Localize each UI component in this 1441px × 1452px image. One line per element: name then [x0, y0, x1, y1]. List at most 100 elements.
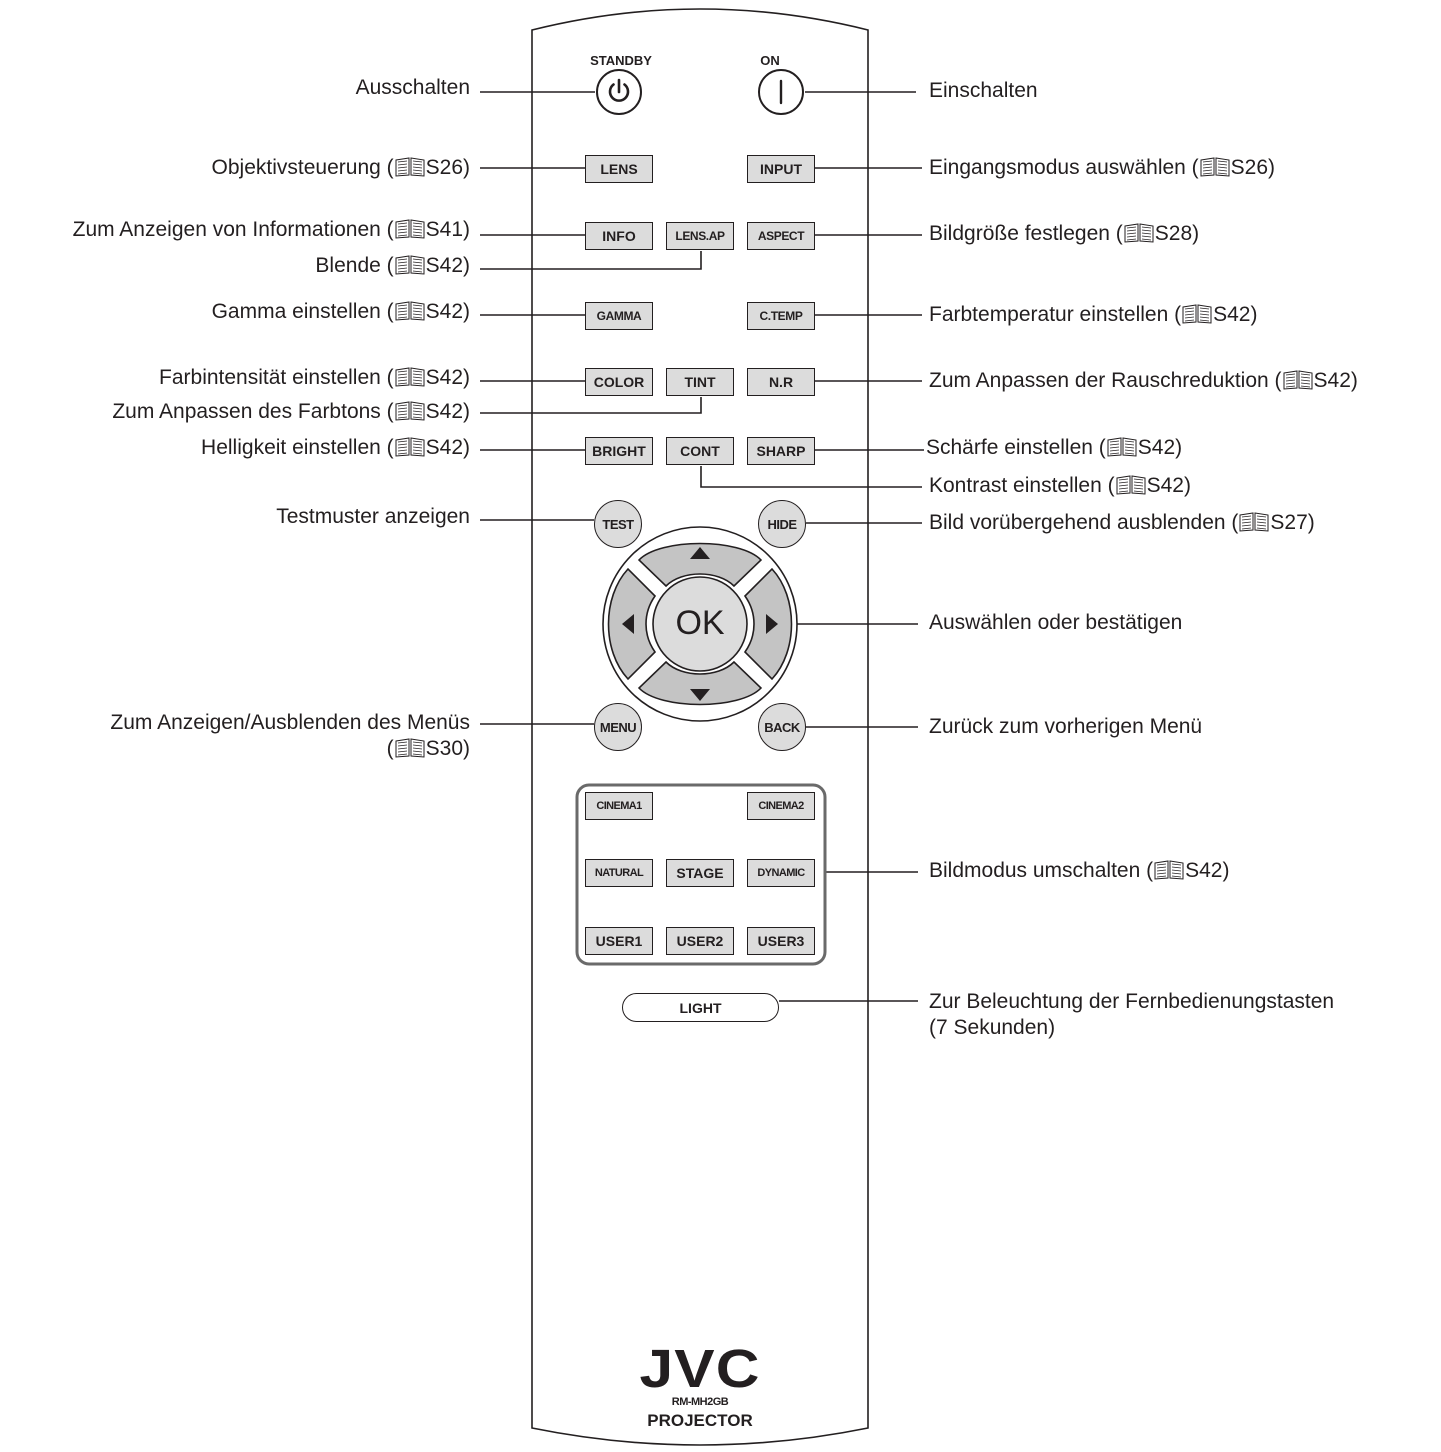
- label-standby: Ausschalten: [355, 76, 470, 99]
- dpad-up-button[interactable]: [637, 542, 763, 588]
- label-gamma-ref: S42): [425, 300, 470, 323]
- book-icon: [1200, 157, 1230, 183]
- input-button[interactable]: INPUT: [747, 155, 815, 183]
- book-icon: [395, 367, 425, 393]
- label-lens-ap: Blende ( S42): [315, 254, 470, 281]
- label-menu-ref: S30): [425, 737, 470, 760]
- menu-button[interactable]: MENU: [594, 703, 642, 751]
- model-number: RM-MH2GB: [671, 1396, 729, 1408]
- light-button[interactable]: LIGHT: [622, 993, 779, 1022]
- user2-button[interactable]: USER2: [666, 927, 734, 955]
- standby-label: STANDBY: [590, 53, 652, 68]
- label-bright-text: Helligkeit einstellen (: [201, 436, 394, 459]
- label-lens-ref: S26): [425, 156, 470, 179]
- label-input-ref: S26): [1230, 156, 1276, 179]
- product-label: PROJECTOR: [647, 1411, 753, 1430]
- color-button[interactable]: COLOR: [585, 368, 653, 396]
- user3-button[interactable]: USER3: [747, 927, 815, 955]
- cinema1-button[interactable]: CINEMA1: [585, 792, 653, 820]
- label-input: Eingangsmodus auswählen ( S26): [929, 156, 1275, 183]
- dpad-down-button[interactable]: [637, 660, 763, 706]
- label-test: Testmuster anzeigen: [276, 505, 470, 528]
- leader-tint: [480, 397, 702, 414]
- label-color: Farbintensität einstellen (S42): [159, 366, 470, 393]
- nr-button[interactable]: N.R: [747, 368, 815, 396]
- lens-ap-button[interactable]: LENS.AP: [666, 222, 734, 250]
- gamma-button[interactable]: GAMMA: [585, 302, 653, 330]
- label-hide-text: Bild vorübergehend ausblenden (: [929, 511, 1239, 534]
- arrow-up-icon: [690, 547, 710, 559]
- label-c-temp-text: Farbtemperatur einstellen (: [929, 303, 1182, 326]
- power-icon: [608, 78, 630, 102]
- label-tint-ref: S42): [425, 400, 470, 423]
- book-icon: [395, 301, 425, 327]
- c-temp-button[interactable]: C.TEMP: [747, 302, 815, 330]
- label-picture-mode: Bildmodus umschalten ( S42): [929, 859, 1229, 886]
- sharp-button[interactable]: SHARP: [747, 437, 815, 465]
- label-gamma: Gamma einstellen ( S42): [212, 300, 470, 327]
- label-input-text: Eingangsmodus auswählen (: [929, 156, 1199, 179]
- book-icon: [1116, 475, 1146, 501]
- info-button[interactable]: INFO: [585, 222, 653, 250]
- book-icon: [1239, 512, 1269, 538]
- standby-button[interactable]: [596, 69, 642, 115]
- label-nr-text: Zum Anpassen der Rauschreduktion (: [929, 369, 1282, 392]
- leader-cont: [700, 466, 922, 488]
- bright-button[interactable]: BRIGHT: [585, 437, 653, 465]
- on-button[interactable]: [758, 69, 804, 115]
- label-lens-text: Objektivsteuerung (: [211, 156, 394, 179]
- label-lens-ap-ref: S42): [425, 254, 470, 277]
- book-icon: [1107, 437, 1137, 463]
- tint-button[interactable]: TINT: [666, 368, 734, 396]
- label-lens-ap-text: Blende (: [315, 254, 394, 277]
- jvc-logo: JVC: [639, 1339, 761, 1399]
- ok-button[interactable]: [652, 576, 748, 672]
- label-gamma-text: Gamma einstellen (: [211, 300, 394, 323]
- label-picture-mode-ref: S42): [1185, 859, 1230, 882]
- label-nr-ref: S42): [1313, 369, 1358, 392]
- cinema2-button[interactable]: CINEMA2: [747, 792, 815, 820]
- cont-button[interactable]: CONT: [666, 437, 734, 465]
- book-icon: [395, 401, 425, 427]
- back-button[interactable]: BACK: [758, 703, 806, 751]
- label-cont-text: Kontrast einstellen (: [929, 474, 1115, 497]
- label-menu: Zum Anzeigen/Ausblenden des Menüs(S30): [110, 710, 470, 765]
- label-aspect-text: Bildgröße festlegen (: [929, 222, 1123, 245]
- label-c-temp-ref: S42): [1213, 303, 1258, 326]
- lens-button[interactable]: LENS: [585, 155, 653, 183]
- on-bar-icon: [779, 79, 783, 105]
- label-bright: Helligkeit einstellen ( S42): [201, 436, 470, 463]
- stage-button[interactable]: STAGE: [666, 859, 734, 887]
- label-info-ref: S41): [425, 218, 470, 241]
- label-lens: Objektivsteuerung ( S26): [212, 156, 470, 183]
- label-cont-ref: S42): [1146, 474, 1191, 497]
- arrow-right-icon: [766, 614, 778, 634]
- book-icon: [395, 219, 425, 245]
- label-sharp-text: Schärfe einstellen (: [926, 436, 1106, 459]
- label-sharp: Schärfe einstellen ( S42): [926, 436, 1182, 463]
- label-hide-ref: S27): [1270, 511, 1315, 534]
- aspect-button[interactable]: ASPECT: [747, 222, 815, 250]
- natural-button[interactable]: NATURAL: [585, 859, 653, 887]
- label-back: Zurück zum vorherigen Menü: [929, 715, 1203, 738]
- arrow-left-icon: [622, 614, 634, 634]
- label-color-text: Farbintensität einstellen (: [159, 366, 394, 389]
- label-sharp-ref: S42): [1137, 436, 1183, 459]
- user1-button[interactable]: USER1: [585, 927, 653, 955]
- label-tint-text: Zum Anpassen des Farbtons (: [112, 400, 394, 423]
- book-icon: [395, 157, 425, 183]
- ok-label: OK: [675, 604, 725, 642]
- dynamic-button[interactable]: DYNAMIC: [747, 859, 815, 887]
- book-icon: [1182, 304, 1212, 330]
- label-bright-ref: S42): [425, 436, 470, 459]
- label-light: Zur Beleuchtung der Fernbedienungstasten…: [929, 989, 1334, 1041]
- label-aspect: Bildgröße festlegen (S28): [929, 222, 1199, 249]
- book-icon: [1283, 370, 1313, 396]
- test-button[interactable]: TEST: [594, 500, 642, 548]
- label-picture-mode-text: Bildmodus umschalten (: [929, 859, 1154, 882]
- label-on: Einschalten: [929, 79, 1038, 102]
- hide-button[interactable]: HIDE: [758, 500, 806, 548]
- book-icon: [395, 738, 425, 765]
- label-info: Zum Anzeigen von Informationen (S41): [73, 218, 470, 245]
- label-light-line1: Zur Beleuchtung der Fernbedienungstasten: [929, 990, 1335, 1013]
